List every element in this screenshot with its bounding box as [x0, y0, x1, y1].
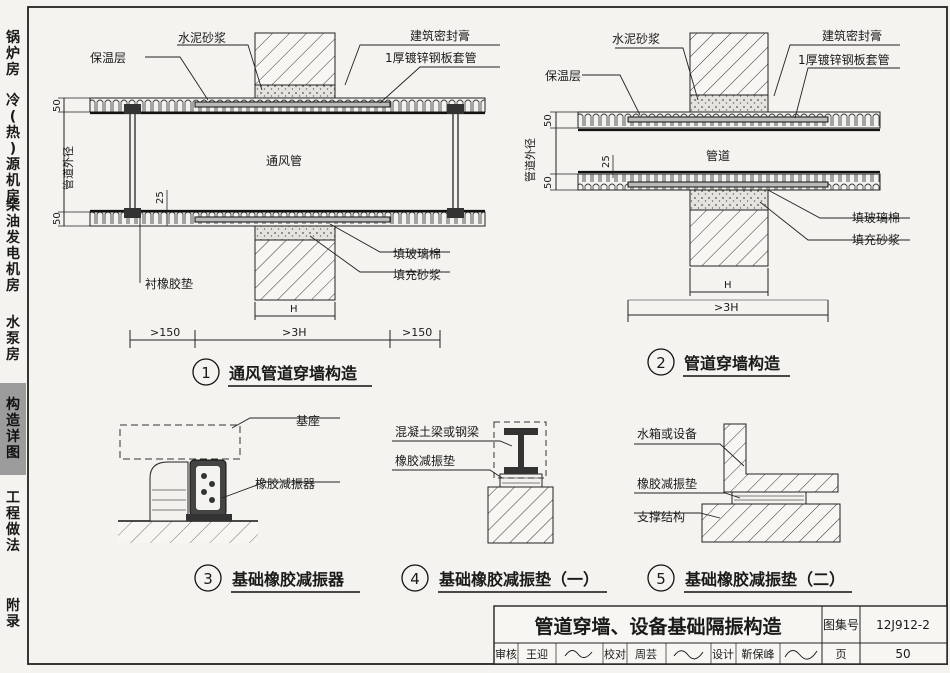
d1-wall-lower — [254, 239, 336, 301]
d2-label-insulation: 保温层 — [545, 69, 581, 83]
title-block-design-label: 设计 — [712, 648, 734, 661]
d2-sleeve-bottom — [627, 181, 829, 188]
d1-dim-25: 25 — [155, 191, 166, 204]
d1-wall-upper — [254, 32, 336, 86]
d1-dim-50-bottom: 50 — [52, 212, 63, 225]
d1-label-glass-wool: 填玻璃棉 — [393, 247, 441, 261]
diagram-2-pipe-through-wall: 水泥砂浆 建筑密封膏 1厚镀锌钢板套管 保温层 管道 填玻璃棉 填充砂浆 管道外… — [523, 28, 910, 377]
d3-label-isolator: 橡胶减振器 — [255, 476, 315, 491]
d1-dim-h: H — [290, 304, 298, 315]
title-block: 管道穿墙、设备基础隔振构造 图集号 12J912-2 审核 王迎 校对 周芸 设… — [493, 605, 948, 665]
d1-number-circle — [192, 358, 220, 386]
diagram-3-rubber-isolator: 基座 橡胶减振器 3 基础橡胶减振器 — [118, 413, 360, 593]
d2-dim-h: H — [724, 280, 732, 291]
d2-fill-mortar-bottom — [689, 189, 769, 211]
side-tab-3[interactable]: 水泵房 — [6, 314, 20, 363]
d3-base-outline — [119, 424, 241, 460]
d2-label-fill-mortar: 填充砂浆 — [852, 232, 900, 247]
d4-rubber-pad — [499, 473, 543, 488]
d2-caption: 管道穿墙构造 — [684, 354, 781, 373]
diagram-5-rubber-pad-two: 水箱或设备 橡胶减振垫 支撑结构 5 基础橡胶减振垫（二） — [634, 423, 852, 593]
d2-dim-50-top: 50 — [543, 114, 554, 127]
d4-label-pad: 橡胶减振垫 — [395, 453, 455, 468]
d1-dim-3h: >3H — [282, 326, 307, 339]
d4-number-circle — [401, 564, 429, 592]
side-tab-0[interactable]: 锅炉房 — [6, 30, 20, 78]
d2-wall-upper — [689, 32, 769, 96]
d3-number-circle — [194, 564, 222, 592]
d1-label-sealant: 建筑密封膏 — [410, 28, 470, 43]
d1-dim-50-top: 50 — [52, 99, 63, 112]
d1-label-insulation: 保温层 — [90, 51, 126, 65]
d1-label-rubber-pad: 衬橡胶垫 — [145, 276, 193, 291]
title-block-check-label: 校对 — [604, 647, 626, 661]
title-block-title: 管道穿墙、设备基础隔振构造 — [534, 615, 782, 638]
design-signature — [784, 650, 818, 660]
d5-rubber-pad — [731, 491, 807, 505]
d2-wall-lower — [689, 209, 769, 267]
title-block-review-label: 审核 — [495, 647, 517, 661]
title-block-review-name: 王迎 — [526, 648, 548, 661]
d1-number: 1 — [201, 364, 211, 382]
d5-number-circle — [647, 564, 675, 592]
title-block-check-name: 周芸 — [635, 648, 657, 661]
d5-number: 5 — [656, 570, 666, 588]
d2-label-glass-wool: 填玻璃棉 — [852, 211, 900, 225]
d5-tank — [723, 423, 839, 493]
d4-caption: 基础橡胶减振垫（一） — [438, 570, 599, 589]
side-tab-6[interactable]: 附录 — [6, 598, 20, 630]
d2-dim-50-bottom: 50 — [543, 176, 554, 189]
d1-label-cement-mortar: 水泥砂浆 — [178, 30, 226, 45]
d1-sleeve-top — [194, 101, 391, 108]
side-tab-4[interactable]: 构造详图 — [0, 383, 26, 475]
d3-ground — [118, 521, 258, 543]
title-block-atlas-label: 图集号 — [823, 617, 859, 632]
title-block-page-no: 50 — [895, 647, 910, 661]
d1-dim-150-left: >150 — [150, 326, 180, 339]
d5-support — [701, 503, 841, 543]
d5-label-pad: 橡胶减振垫 — [637, 476, 697, 491]
review-signature — [564, 650, 593, 658]
title-block-page-label: 页 — [836, 648, 847, 661]
check-signature — [673, 650, 704, 660]
d1-label-pipe-diameter: 管道外径 — [61, 146, 75, 190]
d4-label-beam: 混凝土梁或钢梁 — [395, 424, 479, 439]
d1-caption: 通风管道穿墙构造 — [229, 364, 358, 383]
side-tab-1[interactable]: 冷(热)源机房 — [6, 93, 20, 205]
d2-number-circle — [647, 348, 675, 376]
d1-dim-150-right: >150 — [402, 326, 432, 339]
d1-label-fill-mortar: 填充砂浆 — [393, 267, 441, 282]
d5-label-tank: 水箱或设备 — [637, 426, 697, 441]
d4-column — [487, 486, 554, 544]
title-block-design-name: 靳保峰 — [742, 647, 775, 661]
d3-caption: 基础橡胶减振器 — [231, 570, 345, 589]
diagram-4-rubber-pad-one: 混凝土梁或钢梁 橡胶减振垫 4 基础橡胶减振垫（一） — [392, 421, 607, 593]
d2-sleeve-top — [627, 116, 829, 123]
d1-label-duct: 通风管 — [266, 153, 302, 168]
side-tab-2[interactable]: 柴油发电机房 — [6, 198, 20, 294]
d2-label-sealant: 建筑密封膏 — [822, 28, 882, 43]
drawing-frame — [27, 6, 948, 665]
d3-number: 3 — [203, 570, 213, 588]
side-tab-5[interactable]: 工程做法 — [6, 489, 20, 554]
d2-label-pipe-diameter: 管道外径 — [523, 138, 537, 182]
d4-number: 4 — [410, 570, 420, 588]
title-block-atlas-no: 12J912-2 — [876, 618, 930, 632]
d1-sleeve-bottom — [194, 216, 391, 223]
d2-label-pipe: 管道 — [706, 148, 730, 163]
d1-label-sleeve: 1厚镀锌钢板套管 — [385, 50, 477, 65]
d5-label-support: 支撑结构 — [637, 509, 685, 524]
d5-caption: 基础橡胶减振垫（二） — [684, 570, 845, 589]
d2-dim-25: 25 — [601, 155, 612, 168]
d2-number: 2 — [656, 354, 666, 372]
diagram-1-duct-through-wall: 水泥砂浆 建筑密封膏 1厚镀锌钢板套管 保温层 通风管 填玻璃棉 填充砂浆 衬橡… — [52, 28, 500, 387]
d2-dim-3h: >3H — [714, 301, 739, 314]
d2-label-cement-mortar: 水泥砂浆 — [612, 31, 660, 46]
d2-label-sleeve: 1厚镀锌钢板套管 — [798, 52, 890, 67]
d3-label-base: 基座 — [296, 413, 320, 428]
